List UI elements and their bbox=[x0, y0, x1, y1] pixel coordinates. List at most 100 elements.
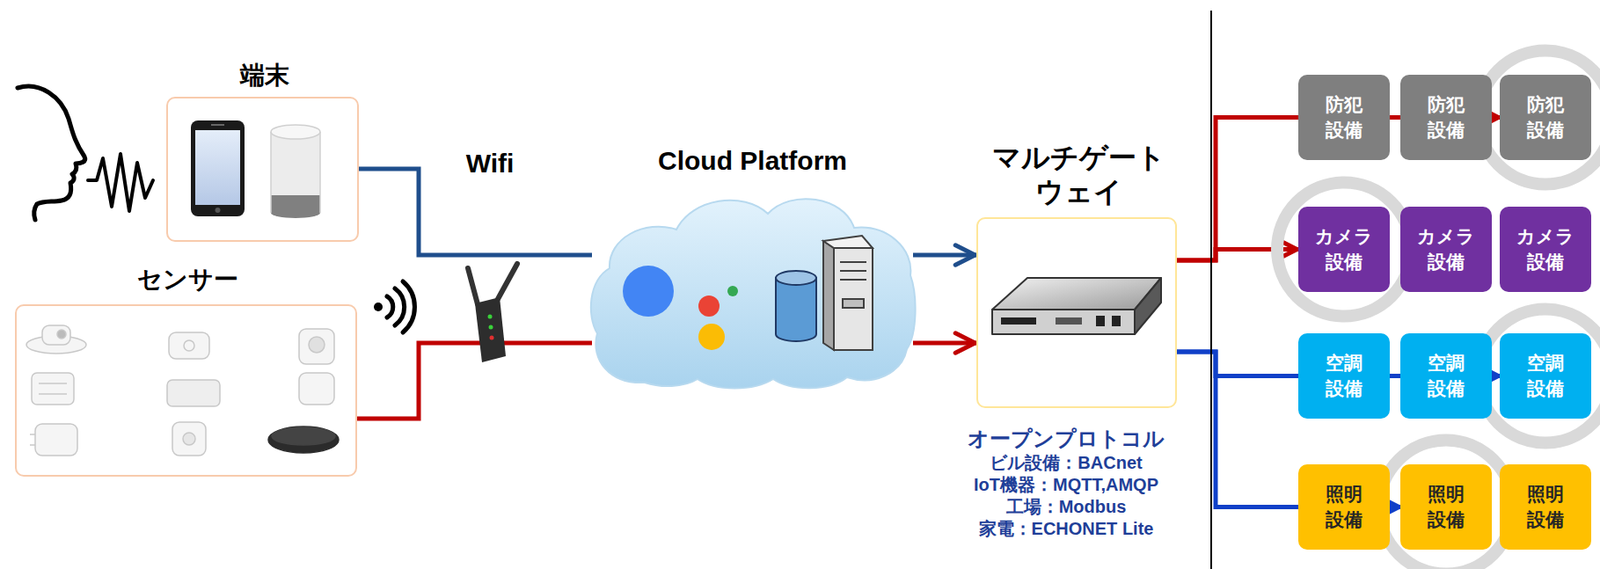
equipment-box: 照明 設備 bbox=[1298, 464, 1390, 550]
sensor-devices bbox=[172, 422, 206, 456]
highlight-ring bbox=[1478, 309, 1600, 444]
sensor-devices bbox=[31, 372, 74, 405]
wireless-signal bbox=[373, 302, 383, 312]
sensor-devices bbox=[308, 336, 325, 353]
wifi-router-icon bbox=[467, 263, 518, 363]
server-icon bbox=[823, 241, 834, 351]
gateway-device-icon bbox=[1111, 315, 1121, 327]
speaking-head bbox=[17, 86, 86, 220]
sensor-devices bbox=[29, 444, 36, 446]
gateway-device-icon bbox=[1055, 317, 1082, 325]
server-icon bbox=[840, 261, 867, 264]
cloud-shape bbox=[591, 198, 916, 388]
assistant-logo bbox=[622, 265, 738, 351]
equipment-box: 照明 設備 bbox=[1499, 464, 1592, 550]
wireless-signal bbox=[402, 281, 415, 333]
smartphone-icon bbox=[195, 130, 241, 205]
wifi-router-icon bbox=[467, 268, 478, 305]
equipment-box: カメラ 設備 bbox=[1400, 206, 1492, 293]
server-icon bbox=[823, 235, 873, 249]
sensor-devices bbox=[299, 372, 335, 405]
smart-speaker-icon bbox=[270, 131, 321, 203]
heading-wrap: センサー bbox=[16, 264, 359, 295]
server-icon bbox=[842, 299, 864, 308]
smart-speaker-icon bbox=[319, 131, 322, 213]
speaking-head bbox=[87, 153, 154, 212]
smartphone-icon bbox=[211, 124, 225, 126]
smartphone-icon bbox=[190, 120, 245, 217]
gateway-device-icon bbox=[1134, 277, 1162, 335]
protocol-item: ビル設備：BACnet bbox=[951, 452, 1181, 475]
equipment-label: 照明 設備 bbox=[1427, 482, 1465, 533]
sensor-devices bbox=[299, 328, 335, 365]
assistant-logo bbox=[698, 295, 720, 317]
server-icon bbox=[840, 270, 867, 272]
server-icon bbox=[823, 235, 873, 351]
assistant-logo bbox=[698, 323, 725, 351]
connector-arrow bbox=[913, 253, 977, 258]
equipment-box: 照明 設備 bbox=[1400, 464, 1492, 550]
smart-speaker-icon bbox=[270, 131, 272, 213]
equipment-label: 空調 設備 bbox=[1526, 350, 1564, 402]
gateway-device-icon bbox=[992, 309, 1135, 335]
group-heading: Cloud Platform bbox=[577, 145, 929, 177]
database-icon bbox=[775, 277, 817, 342]
sensor-devices bbox=[268, 426, 339, 453]
smartphone-icon bbox=[215, 207, 221, 213]
highlight-ring bbox=[1379, 440, 1513, 569]
wifi-router-icon bbox=[489, 336, 495, 341]
equipment-label: 防犯 設備 bbox=[1427, 92, 1465, 143]
wifi-router-icon bbox=[488, 314, 493, 320]
server-icon bbox=[833, 248, 873, 351]
equipment-label: 空調 設備 bbox=[1427, 350, 1465, 402]
gateway-device-icon bbox=[1095, 315, 1105, 327]
wireless-signal bbox=[387, 296, 394, 318]
equipment-box: カメラ 設備 bbox=[1298, 206, 1390, 293]
terminal-group: 端末 bbox=[166, 96, 359, 242]
sensor-devices bbox=[167, 379, 220, 407]
connector-arrow bbox=[913, 341, 977, 346]
sensor-group: センサー bbox=[14, 304, 358, 477]
group-heading: マルチゲート ウェイ bbox=[992, 140, 1166, 209]
equipment-label: 防犯 設備 bbox=[1526, 92, 1564, 143]
protocol-heading: オープンプロトコル bbox=[951, 425, 1181, 453]
cloud-shape bbox=[591, 183, 914, 388]
sensor-devices bbox=[42, 325, 71, 345]
protocol-item: IoT機器：MQTT,AMQP bbox=[951, 474, 1181, 497]
equipment-label: カメラ 設備 bbox=[1516, 224, 1575, 275]
highlight-ring bbox=[1478, 51, 1600, 185]
gateway-device-icon bbox=[992, 277, 1162, 335]
highlight-ring bbox=[1277, 51, 1600, 569]
sensor-devices bbox=[271, 427, 336, 446]
equipment-label: カメラ 設備 bbox=[1417, 224, 1476, 275]
sensor-devices bbox=[26, 325, 339, 456]
smart-speaker-icon bbox=[270, 207, 321, 219]
sensor-devices bbox=[29, 433, 36, 436]
server-icon bbox=[840, 278, 867, 281]
wireless-signal bbox=[373, 281, 415, 333]
highlight-ring bbox=[1277, 182, 1411, 317]
heading-wrap: マルチゲート ウェイ bbox=[974, 140, 1183, 209]
equipment-label: 照明 設備 bbox=[1526, 482, 1564, 533]
wifi-router-icon bbox=[497, 263, 518, 300]
gateway-box: マルチゲート ウェイ bbox=[976, 217, 1177, 409]
gateway-device-icon bbox=[1000, 317, 1037, 325]
heading-wrap: 端末 bbox=[132, 60, 397, 91]
assistant-logo bbox=[622, 265, 674, 317]
assistant-logo bbox=[727, 285, 738, 297]
equipment-box: 防犯 設備 bbox=[1298, 74, 1390, 161]
sensor-devices bbox=[38, 393, 67, 395]
heading-wrap: Cloud Platform bbox=[577, 145, 929, 177]
database-icon bbox=[775, 270, 817, 285]
smart-speaker-icon bbox=[270, 124, 321, 139]
equipment-label: カメラ 設備 bbox=[1315, 224, 1374, 275]
label-wrap: Wifi bbox=[401, 147, 578, 180]
equipment-box: 防犯 設備 bbox=[1499, 74, 1592, 161]
gateway-device-icon bbox=[992, 277, 1162, 310]
group-heading: センサー bbox=[16, 264, 359, 295]
wifi-router-icon bbox=[474, 297, 506, 363]
network-label: Wifi bbox=[466, 147, 515, 180]
speaking-head bbox=[17, 86, 154, 220]
sensor-devices bbox=[57, 329, 66, 339]
